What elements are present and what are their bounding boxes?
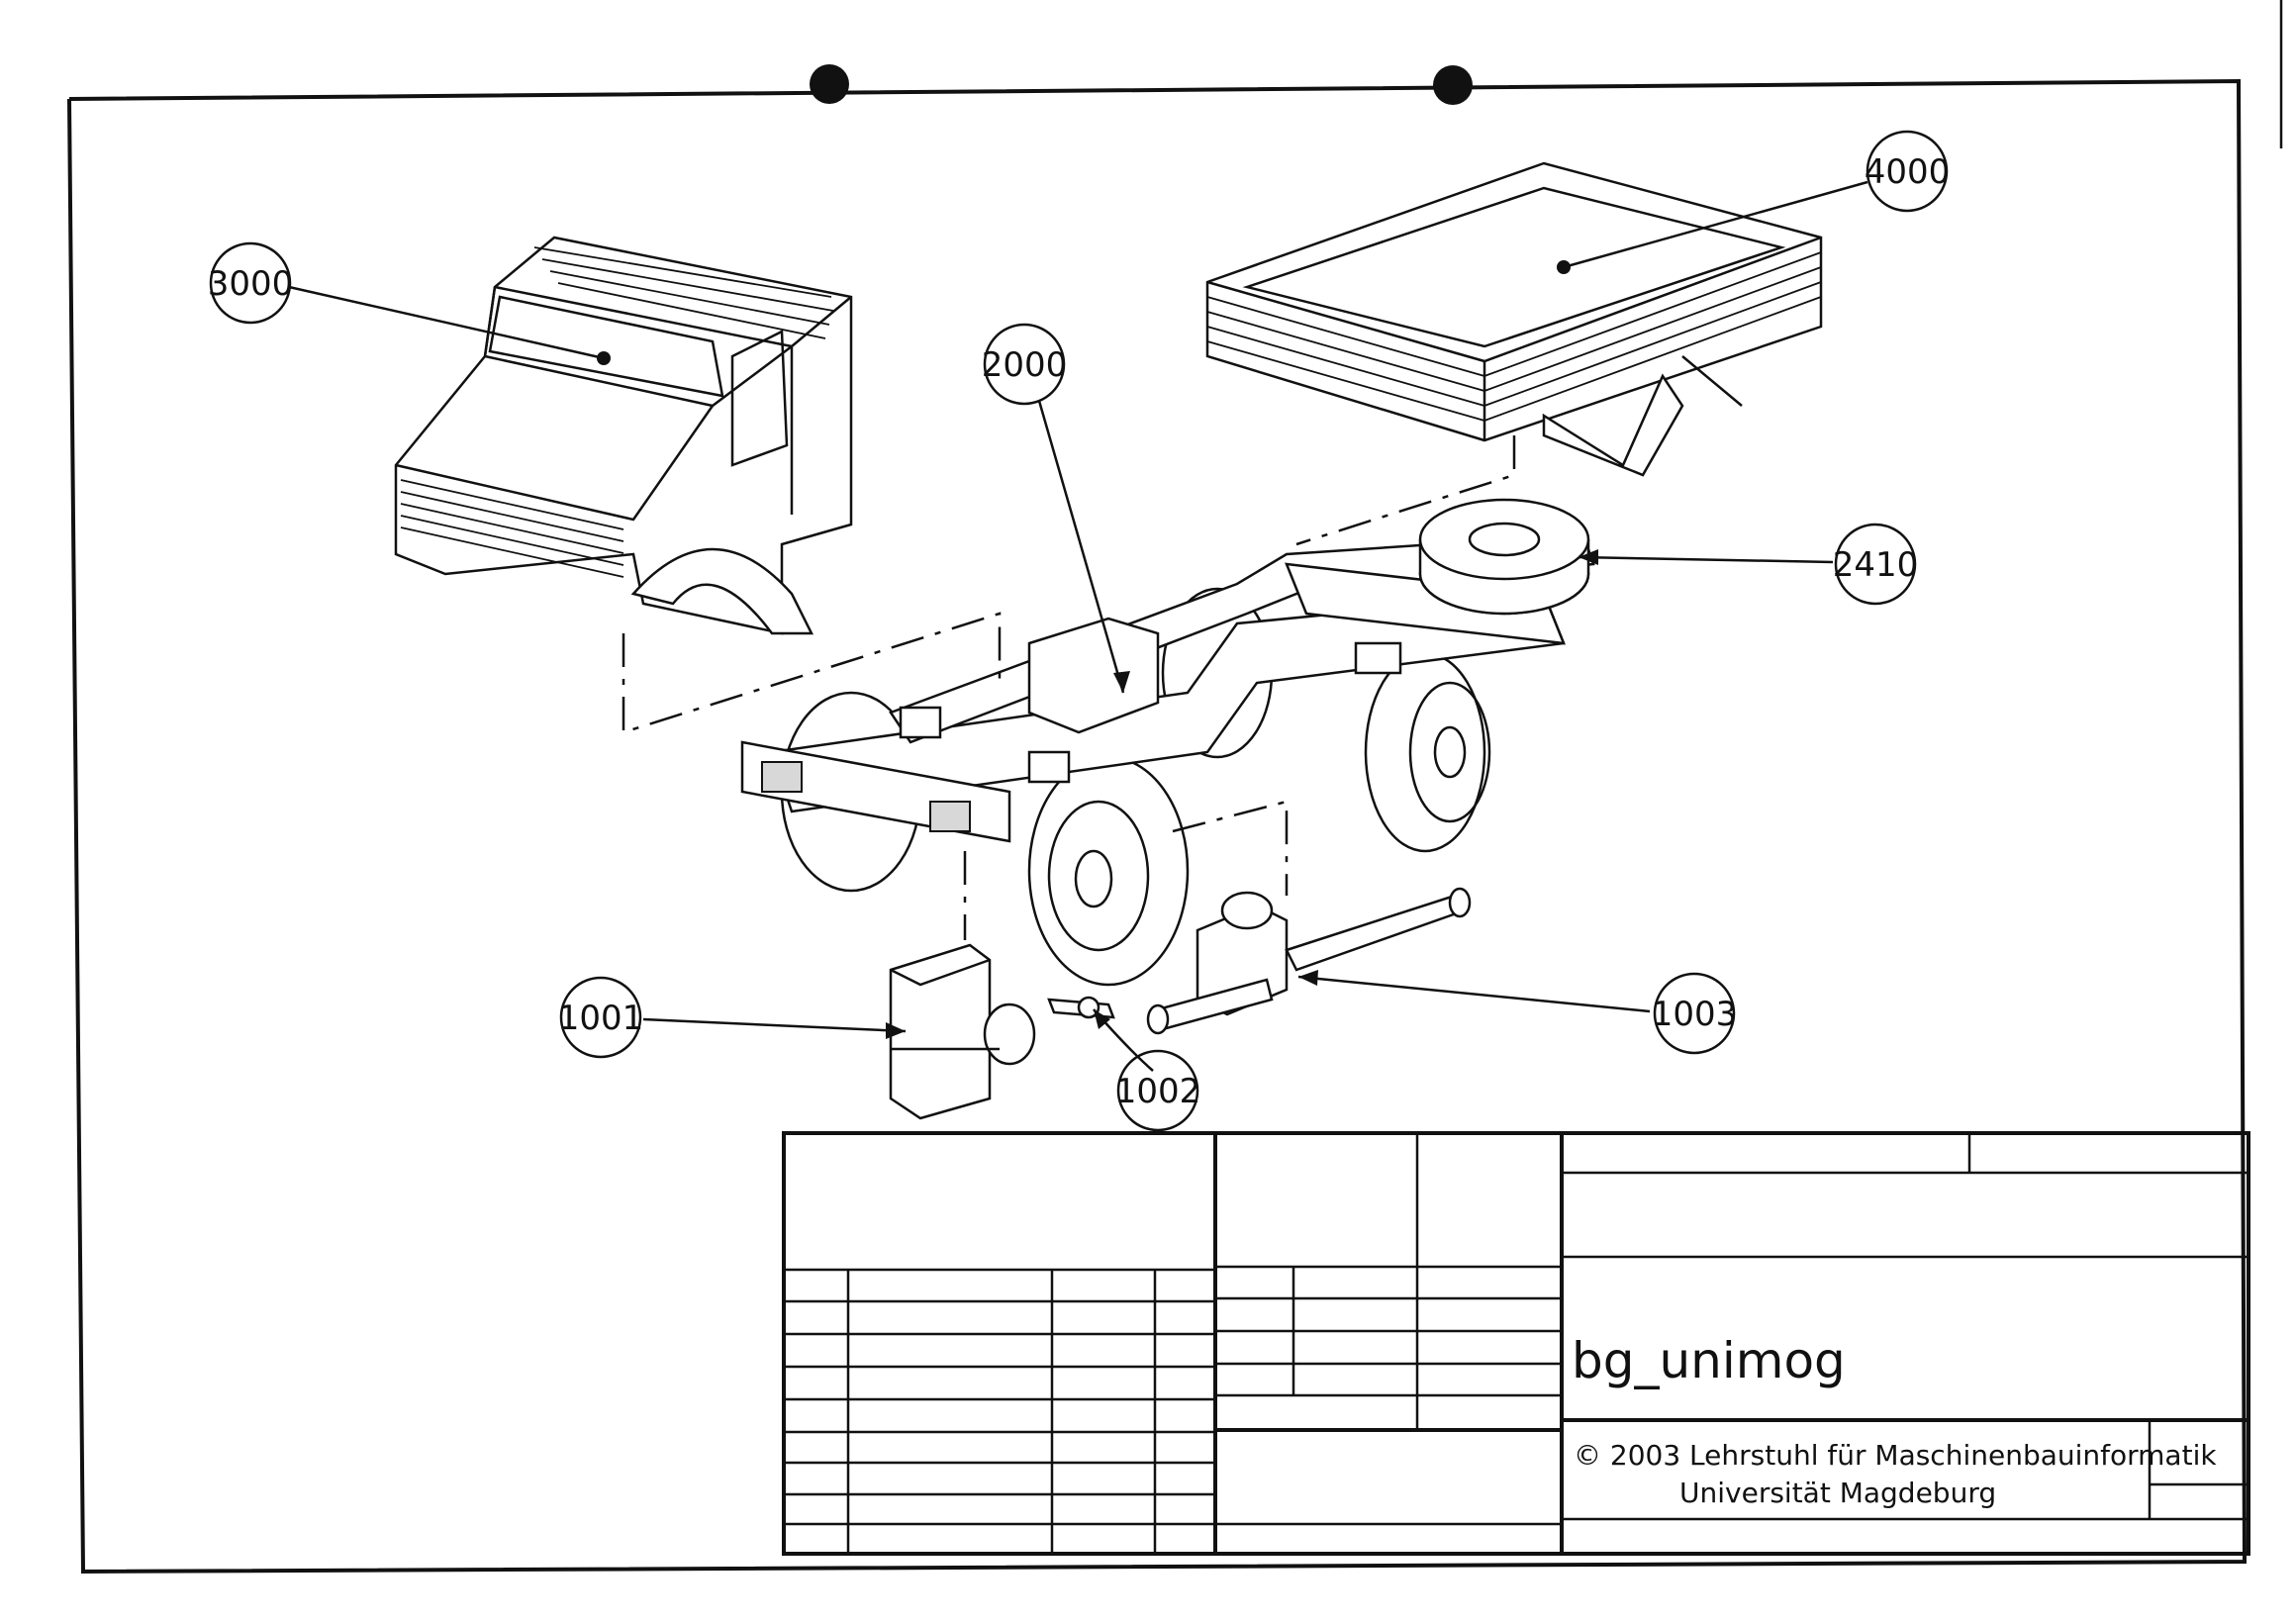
cargo-bed-drawing [1205, 161, 1823, 477]
copyright-line-2: Universität Magdeburg [1679, 1477, 1996, 1509]
title-block: bg_unimog © 2003 Lehrstuhl für Maschinen… [782, 1131, 2250, 1556]
leader-lines [288, 180, 1868, 1072]
copyright-line-1: © 2003 Lehrstuhl für Maschinenbauinforma… [1574, 1439, 2217, 1472]
sheet-border [67, 0, 2283, 1575]
callout-circle [1834, 523, 1917, 606]
callout-label: 2000 [982, 345, 1068, 385]
shaft-part-drawing [1047, 996, 1115, 1019]
callout-label: 4000 [1865, 152, 1951, 192]
callout-circle [209, 241, 292, 325]
callout-1003: 1003 [1652, 972, 1738, 1055]
callout-3000: 3000 [208, 241, 294, 325]
callout-label: 1003 [1652, 995, 1738, 1034]
callout-2000: 2000 [982, 323, 1068, 406]
callout-circle [559, 976, 642, 1059]
callout-label: 1002 [1115, 1072, 1201, 1111]
callout-circle [1653, 972, 1736, 1055]
registration-dot-left [810, 64, 849, 104]
callout-circle [1116, 1049, 1199, 1132]
registration-dot-right [1433, 65, 1473, 105]
callout-label: 2410 [1833, 545, 1919, 585]
assembly-lines [622, 435, 1516, 940]
cab-drawing [394, 236, 853, 635]
axle-drawing [1146, 887, 1472, 1035]
callout-4000: 4000 [1865, 130, 1951, 213]
callout-1001: 1001 [558, 976, 644, 1059]
callout-circle [1866, 130, 1949, 213]
callout-2410: 2410 [1833, 523, 1919, 606]
drawing-name: bg_unimog [1572, 1332, 1846, 1389]
engine-drawing [889, 943, 1036, 1120]
callout-circle [983, 323, 1066, 406]
callout-1002: 1002 [1115, 1049, 1201, 1132]
callout-label: 1001 [558, 999, 644, 1038]
spare-wheel-drawing [1418, 498, 1590, 616]
callout-label: 3000 [208, 264, 294, 304]
